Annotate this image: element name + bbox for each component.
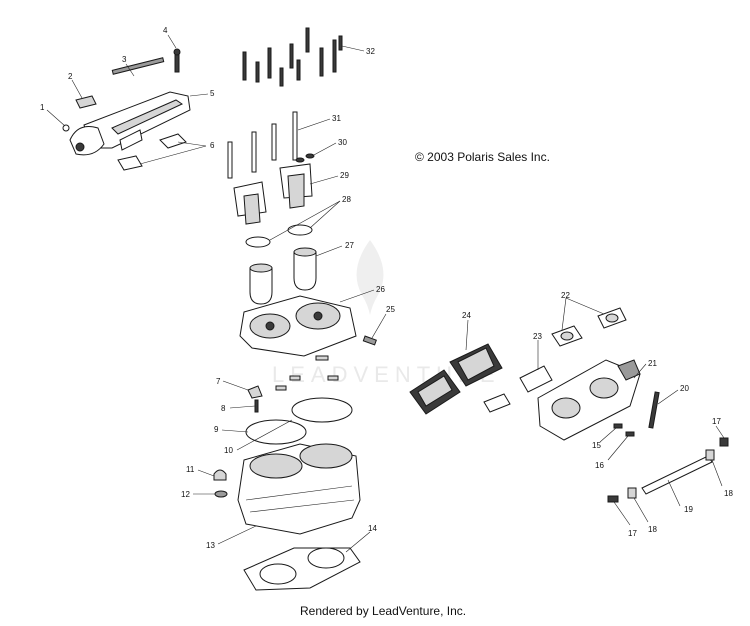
part-base-gasket bbox=[243, 547, 361, 591]
callout-27: 27 bbox=[345, 241, 354, 250]
callout-19: 19 bbox=[684, 505, 693, 514]
callout-12: 12 bbox=[181, 490, 190, 499]
part-thermostat-housing bbox=[233, 163, 313, 225]
part-cylinder bbox=[237, 443, 361, 535]
footer-credit: Rendered by LeadVenture, Inc. bbox=[300, 604, 467, 618]
callout-13: 13 bbox=[206, 541, 215, 550]
callout-21: 21 bbox=[648, 359, 657, 368]
part-head-bolts bbox=[242, 27, 343, 87]
callout-2: 2 bbox=[68, 72, 73, 81]
callout-16: 16 bbox=[595, 461, 604, 470]
callout-18-right: 18 bbox=[724, 489, 733, 498]
part-studs bbox=[227, 111, 315, 179]
callout-17-top: 17 bbox=[712, 417, 721, 426]
copyright-notice: © 2003 Polaris Sales Inc. bbox=[415, 150, 550, 164]
part-carb-spacer bbox=[519, 365, 553, 393]
callout-17-bottom: 17 bbox=[628, 529, 637, 538]
callout-22: 22 bbox=[561, 291, 570, 300]
part-reed-valves bbox=[409, 343, 511, 415]
part-o-rings bbox=[245, 224, 313, 248]
part-cap-washer bbox=[213, 469, 228, 498]
callout-5: 5 bbox=[210, 89, 215, 98]
callout-9: 9 bbox=[214, 425, 219, 434]
callout-1: 1 bbox=[40, 103, 45, 112]
callout-15: 15 bbox=[592, 441, 601, 450]
callout-24: 24 bbox=[462, 311, 471, 320]
callout-23: 23 bbox=[533, 332, 542, 341]
part-sensor bbox=[362, 335, 377, 346]
part-fittings bbox=[607, 437, 729, 503]
callout-32: 32 bbox=[366, 47, 375, 56]
callout-11: 11 bbox=[186, 465, 195, 474]
callout-26: 26 bbox=[376, 285, 385, 294]
callout-4: 4 bbox=[163, 26, 168, 35]
callout-18-bottom: 18 bbox=[648, 525, 657, 534]
part-intake-manifold bbox=[537, 359, 641, 441]
part-head-gaskets bbox=[245, 397, 353, 445]
callout-31: 31 bbox=[332, 114, 341, 123]
callouts: 1 2 3 4 5 6 7 8 9 10 11 12 bbox=[40, 26, 733, 553]
part-hose bbox=[641, 455, 713, 495]
callout-28: 28 bbox=[342, 195, 351, 204]
part-cylinder-head bbox=[239, 295, 357, 357]
callout-7: 7 bbox=[216, 377, 221, 386]
callout-6: 6 bbox=[210, 141, 215, 150]
part-bolts-15-16 bbox=[613, 423, 635, 437]
callout-10: 10 bbox=[224, 446, 233, 455]
part-exhaust-manifold bbox=[62, 48, 191, 171]
part-flange-gaskets bbox=[551, 307, 627, 347]
callout-25: 25 bbox=[386, 305, 395, 314]
callout-29: 29 bbox=[340, 171, 349, 180]
callout-30: 30 bbox=[338, 138, 347, 147]
part-pin bbox=[648, 391, 660, 429]
part-small-hardware bbox=[247, 355, 339, 413]
part-water-domes bbox=[249, 247, 317, 305]
callout-14: 14 bbox=[368, 524, 377, 533]
callout-8: 8 bbox=[221, 404, 226, 413]
callout-20: 20 bbox=[680, 384, 689, 393]
callout-3: 3 bbox=[122, 55, 127, 64]
